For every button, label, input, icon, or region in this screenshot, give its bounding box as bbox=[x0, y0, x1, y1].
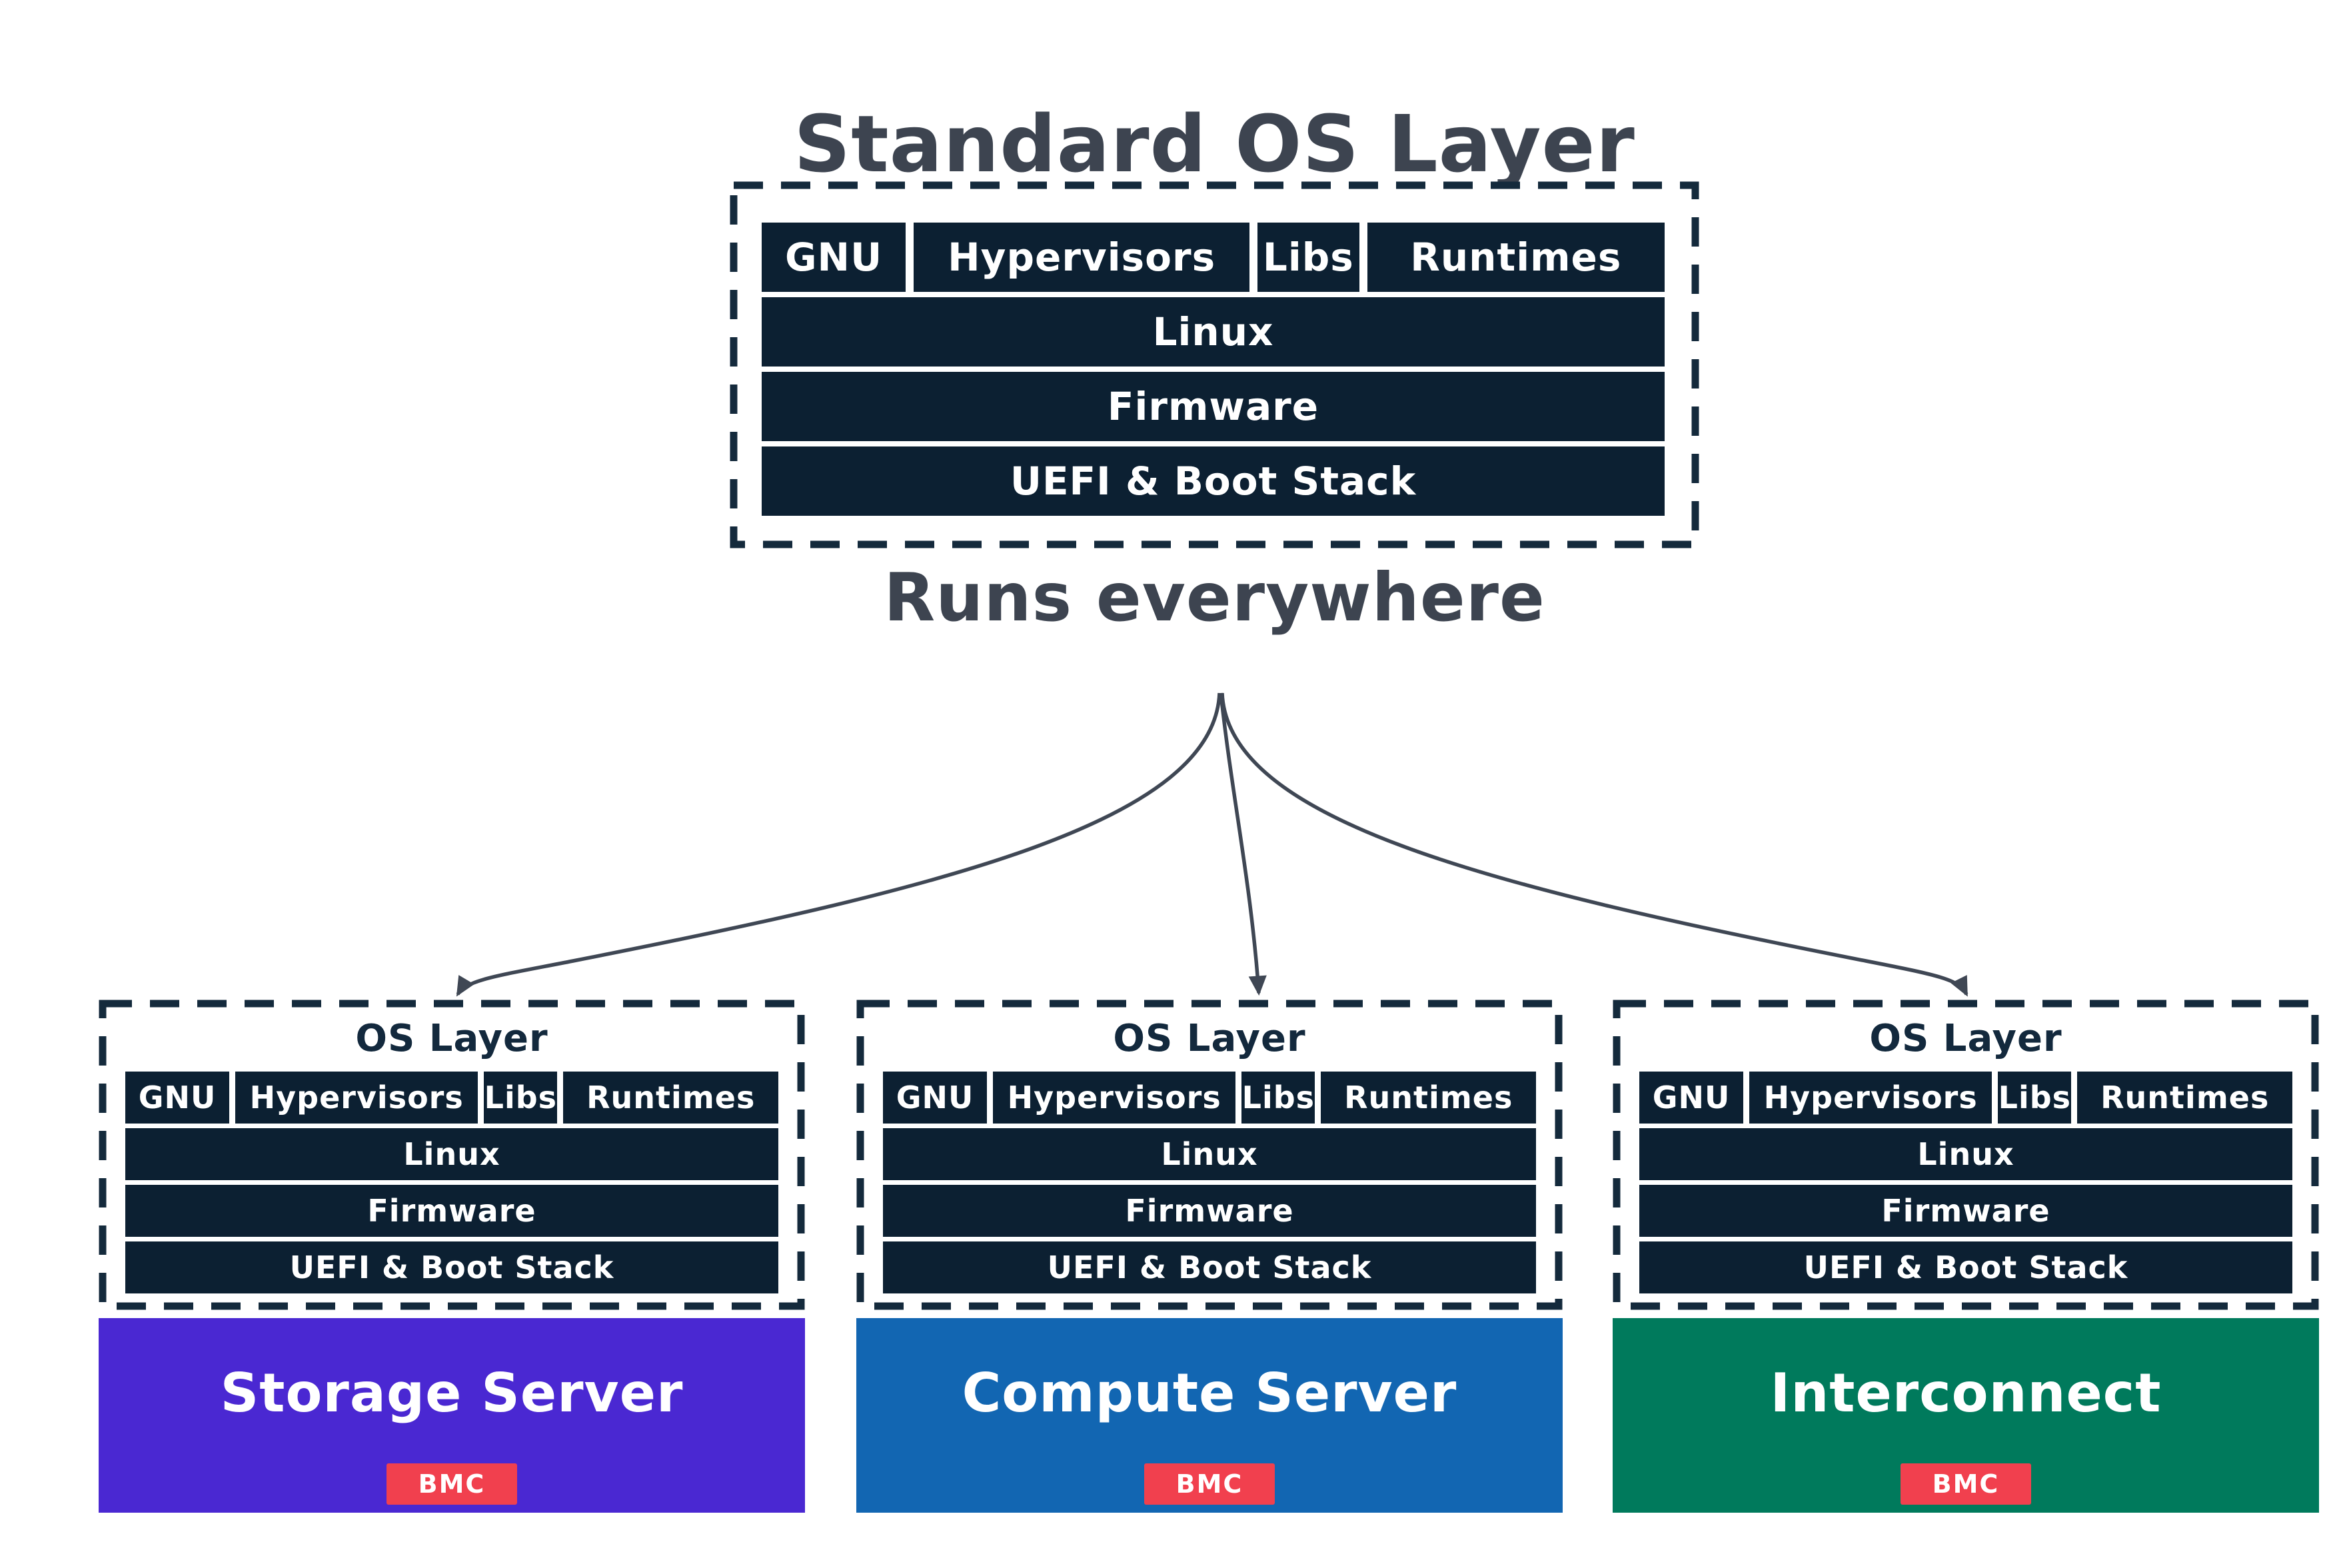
server-title: Compute Server bbox=[962, 1362, 1457, 1424]
os-row-uefi: UEFI & Boot Stack bbox=[883, 1241, 1536, 1293]
flow-arrow-middle bbox=[1219, 692, 1267, 996]
dashed-border bbox=[730, 181, 1699, 548]
os-cell-hypervisors: Hypervisors bbox=[993, 1072, 1236, 1124]
os-layer-label: OS Layer bbox=[1869, 1017, 2062, 1060]
os-row-linux: Linux bbox=[1639, 1128, 2292, 1180]
os-cell-libs: Libs bbox=[1241, 1072, 1315, 1124]
os-cell-hypervisors: Hypervisors bbox=[1749, 1072, 1992, 1124]
os-row-uefi: UEFI & Boot Stack bbox=[1639, 1241, 2292, 1293]
os-stack-top-row: GNU Hypervisors Libs Runtimes bbox=[1639, 1072, 2292, 1124]
os-cell-gnu: GNU bbox=[1639, 1072, 1744, 1124]
os-stack-top-row: GNU Hypervisors Libs Runtimes bbox=[125, 1072, 778, 1124]
os-row-firmware: Firmware bbox=[1639, 1185, 2292, 1237]
flow-arrow-left bbox=[456, 692, 1221, 997]
dashed-border bbox=[856, 1000, 1563, 1310]
os-cell-gnu: GNU bbox=[762, 223, 906, 292]
os-stack: GNU Hypervisors Libs Runtimes Linux Firm… bbox=[883, 1072, 1536, 1298]
os-row-firmware: Firmware bbox=[883, 1185, 1536, 1237]
server-title: Storage Server bbox=[220, 1362, 684, 1424]
os-cell-libs: Libs bbox=[1998, 1072, 2072, 1124]
os-row-linux: Linux bbox=[883, 1128, 1536, 1180]
runs-everywhere-label: Runs everywhere bbox=[884, 558, 1545, 636]
os-cell-runtimes: Runtimes bbox=[2077, 1072, 2292, 1124]
standard-os-layer-box: GNU Hypervisors Libs Runtimes Linux Firm… bbox=[730, 181, 1699, 548]
os-stack: GNU Hypervisors Libs Runtimes Linux Firm… bbox=[125, 1072, 778, 1298]
os-cell-gnu: GNU bbox=[125, 1072, 230, 1124]
os-cell-runtimes: Runtimes bbox=[1367, 223, 1665, 292]
storage-os-layer-box: OS Layer GNU Hypervisors Libs Runtimes L… bbox=[99, 1000, 805, 1310]
os-cell-runtimes: Runtimes bbox=[563, 1072, 778, 1124]
compute-os-layer-box: OS Layer GNU Hypervisors Libs Runtimes L… bbox=[856, 1000, 1563, 1310]
os-cell-hypervisors: Hypervisors bbox=[914, 223, 1250, 292]
os-row-linux: Linux bbox=[762, 297, 1665, 367]
os-stack: GNU Hypervisors Libs Runtimes Linux Firm… bbox=[762, 223, 1665, 521]
flow-arrow-right bbox=[1220, 692, 1968, 997]
os-cell-gnu: GNU bbox=[883, 1072, 988, 1124]
os-cell-runtimes: Runtimes bbox=[1321, 1072, 1536, 1124]
os-row-uefi: UEFI & Boot Stack bbox=[762, 446, 1665, 516]
dashed-border bbox=[1613, 1000, 2319, 1310]
os-stack-top-row: GNU Hypervisors Libs Runtimes bbox=[762, 223, 1665, 292]
os-layer-label: OS Layer bbox=[355, 1017, 548, 1060]
os-row-firmware: Firmware bbox=[762, 372, 1665, 441]
storage-server-box: Storage Server BMC bbox=[99, 1318, 805, 1513]
interconnect-os-layer-box: OS Layer GNU Hypervisors Libs Runtimes L… bbox=[1613, 1000, 2319, 1310]
os-cell-hypervisors: Hypervisors bbox=[235, 1072, 478, 1124]
server-title: Interconnect bbox=[1770, 1362, 2162, 1424]
bmc-badge: BMC bbox=[387, 1463, 517, 1505]
page-title: Standard OS Layer bbox=[794, 98, 1635, 190]
os-stack: GNU Hypervisors Libs Runtimes Linux Firm… bbox=[1639, 1072, 2292, 1298]
interconnect-box: Interconnect BMC bbox=[1613, 1318, 2319, 1513]
os-stack-top-row: GNU Hypervisors Libs Runtimes bbox=[883, 1072, 1536, 1124]
os-layer-label: OS Layer bbox=[1113, 1017, 1306, 1060]
bmc-badge: BMC bbox=[1901, 1463, 2031, 1505]
os-row-firmware: Firmware bbox=[125, 1185, 778, 1237]
bmc-badge: BMC bbox=[1144, 1463, 1275, 1505]
compute-server-box: Compute Server BMC bbox=[856, 1318, 1563, 1513]
os-row-linux: Linux bbox=[125, 1128, 778, 1180]
os-row-uefi: UEFI & Boot Stack bbox=[125, 1241, 778, 1293]
os-cell-libs: Libs bbox=[484, 1072, 558, 1124]
os-cell-libs: Libs bbox=[1257, 223, 1359, 292]
dashed-border bbox=[99, 1000, 805, 1310]
